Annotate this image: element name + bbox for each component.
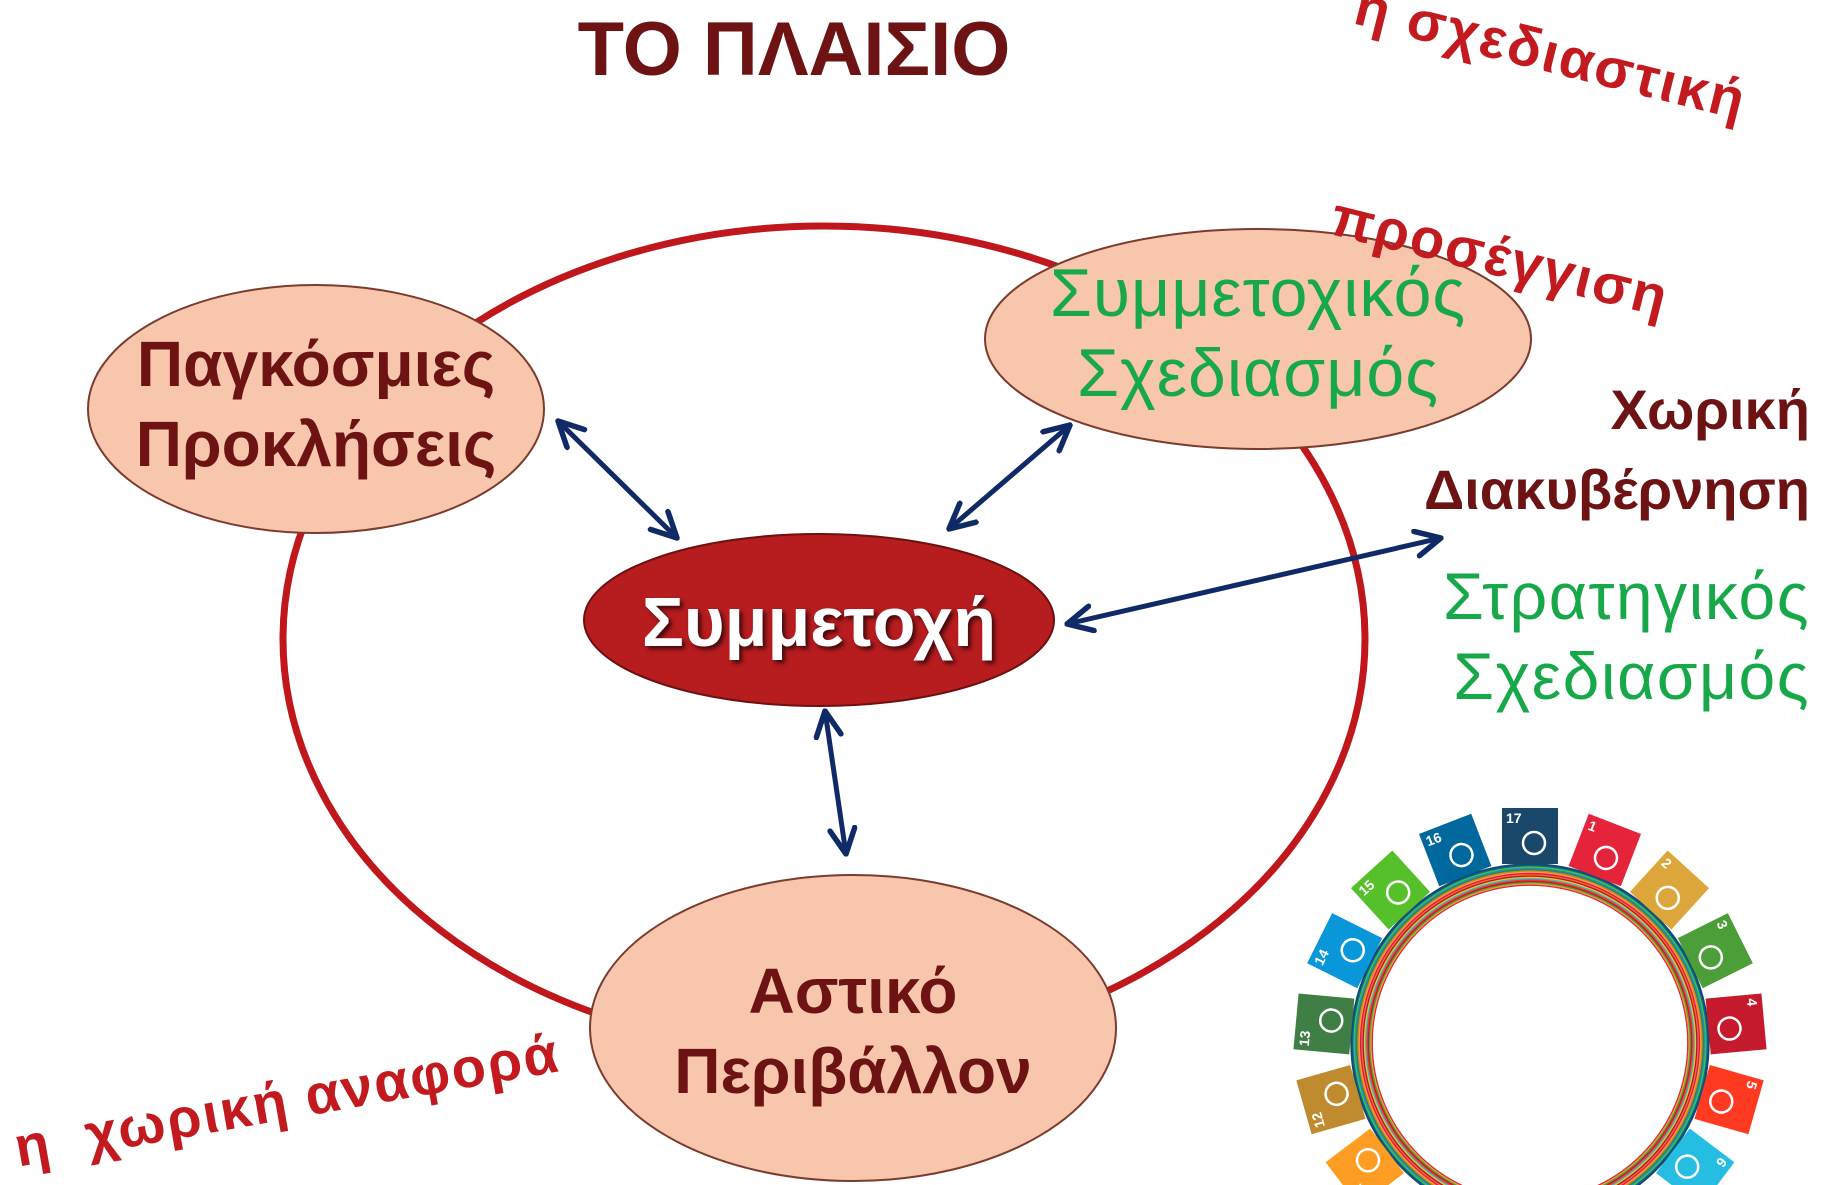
- sdg-tile-13: 13: [1293, 993, 1355, 1055]
- sdg-tile-number: 16: [1423, 829, 1444, 850]
- node-participation-label: Συμμετοχή: [641, 583, 997, 661]
- sdg-ring-band: [1358, 871, 1702, 1185]
- annotation-line: προσέγγιση: [1324, 183, 1676, 329]
- node-global-challenges-shape: [87, 284, 545, 534]
- page-title: ΤΟ ΠΛΑΙΣΙΟ: [577, 7, 1011, 92]
- sdg-ring-band: [1371, 884, 1689, 1185]
- annotation-line: Στρατηγικός: [1442, 559, 1810, 633]
- sdg-tile-5: 5: [1694, 1065, 1764, 1135]
- label-line: Προκλήσεις: [135, 408, 497, 480]
- sdg-tile-11: 11: [1325, 1128, 1405, 1185]
- sdg-tile-number: 13: [1296, 1030, 1313, 1047]
- annotation-strategic-planning: Στρατηγικός Σχεδιασμός: [1443, 556, 1810, 716]
- label-line: Περιβάλλον: [674, 1035, 1032, 1107]
- sdg-ring-band: [1367, 880, 1693, 1185]
- book-icon: [1717, 1016, 1742, 1041]
- sdg-tile-6: 6: [1655, 1128, 1735, 1185]
- label-line: Αστικό: [748, 955, 958, 1027]
- sdg-tile-number: 12: [1308, 1110, 1328, 1130]
- sdg-tile-background: [1694, 1065, 1764, 1135]
- label-line: Σχεδιασμός: [1076, 335, 1440, 411]
- sdg-ring-band: [1363, 876, 1697, 1185]
- sdg-tile-2: 2: [1629, 850, 1710, 930]
- sdg-ring-band: [1354, 867, 1706, 1185]
- sdg-ring-band: [1359, 872, 1701, 1185]
- arrow-challenges-participation: [558, 421, 677, 538]
- annotation-line: Διακυβέρνηση: [1423, 458, 1810, 521]
- sdg-tile-background: [1350, 850, 1431, 930]
- sdg-ring-band: [1350, 863, 1710, 1185]
- sdg-ring-band: [1352, 865, 1708, 1185]
- family-icon: [1593, 845, 1619, 871]
- sdg-tile-15: 15: [1350, 850, 1431, 930]
- eye-globe-icon: [1318, 1008, 1344, 1033]
- sdg-tile-background: [1418, 813, 1492, 887]
- node-participation-shape: [583, 533, 1055, 707]
- sdg-tile-background: [1293, 993, 1355, 1055]
- fish-waves-icon: [1340, 937, 1365, 963]
- node-urban-environment-label: Αστικό Περιβάλλον: [674, 951, 1031, 1111]
- sdg-ring-band: [1351, 864, 1709, 1185]
- sdg-ring-band: [1365, 878, 1695, 1185]
- sdg-tile-background: [1296, 1065, 1366, 1135]
- sdg-tile-number: 14: [1311, 946, 1332, 967]
- sdg-tile-16: 16: [1418, 813, 1492, 887]
- annotation-line: η σχεδιαστική: [1348, 0, 1754, 132]
- label-line: Συμμετοχικός: [1049, 255, 1467, 331]
- infinity-icon: [1324, 1081, 1349, 1107]
- node-global-challenges-label: Παγκόσμιες Προκλήσεις: [136, 324, 497, 484]
- annotation-line: Σχεδιασμός: [1453, 639, 1810, 713]
- sdg-ring-band: [1364, 877, 1696, 1185]
- tree-bird-icon: [1385, 880, 1411, 905]
- node-participatory-planning-shape: [984, 228, 1532, 450]
- flower-rings-icon: [1521, 830, 1547, 856]
- sdg-tile-background: [1655, 1128, 1735, 1185]
- sdg-tile-background: [1677, 913, 1753, 989]
- sdg-tile-1: 1: [1568, 813, 1642, 887]
- sdg-tile-background: [1502, 808, 1558, 864]
- node-urban-environment-shape: [589, 874, 1117, 1182]
- sdg-ring-band: [1360, 873, 1700, 1185]
- arrow-participation-urban: [825, 711, 846, 854]
- sdg-ring-band: [1362, 875, 1698, 1185]
- annotation-line: Χωρική: [1610, 378, 1810, 441]
- sdg-tile-background: [1568, 813, 1642, 887]
- sdg-tile-background: [1325, 1128, 1405, 1185]
- gender-icon: [1709, 1089, 1734, 1114]
- sdg-tile-background: [1705, 993, 1767, 1055]
- node-participatory-planning-label: Συμμετοχικός Σχεδιασμός: [1050, 253, 1466, 413]
- dove-icon: [1449, 842, 1474, 868]
- sdg-wheel: 17123456111213141516: [1293, 808, 1767, 1185]
- sdg-ring-band: [1356, 869, 1704, 1185]
- sdg-tile-number: 4: [1744, 998, 1761, 1007]
- arrow-planning-participation: [949, 425, 1070, 529]
- sdg-tile-3: 3: [1677, 913, 1753, 989]
- sdg-ring-band: [1355, 868, 1705, 1185]
- heartbeat-icon: [1698, 945, 1724, 970]
- sdg-ring-band: [1368, 881, 1692, 1185]
- water-drop-icon: [1674, 1154, 1700, 1179]
- sdg-tile-background: [1307, 913, 1383, 989]
- sdg-wheel-center: [1373, 886, 1687, 1185]
- sdg-tile-17: 17: [1502, 808, 1558, 864]
- sdg-tile-12: 12: [1296, 1065, 1366, 1135]
- arrow-participation-governance: [1067, 538, 1441, 624]
- sdg-tile-number: 17: [1506, 810, 1522, 826]
- bowl-icon: [1655, 885, 1680, 911]
- sdg-tile-background: [1629, 850, 1710, 930]
- sdg-ring-band: [1369, 882, 1691, 1185]
- annotation-spatial-governance: Χωρική Διακυβέρνηση: [1424, 370, 1810, 530]
- arrows: [558, 421, 1441, 854]
- sdg-tile-number: 11: [1349, 1181, 1371, 1185]
- city-buildings-icon: [1355, 1148, 1381, 1173]
- label-line: Παγκόσμιες: [136, 328, 496, 400]
- sdg-tile-14: 14: [1307, 913, 1383, 989]
- sdg-tile-4: 4: [1705, 993, 1767, 1055]
